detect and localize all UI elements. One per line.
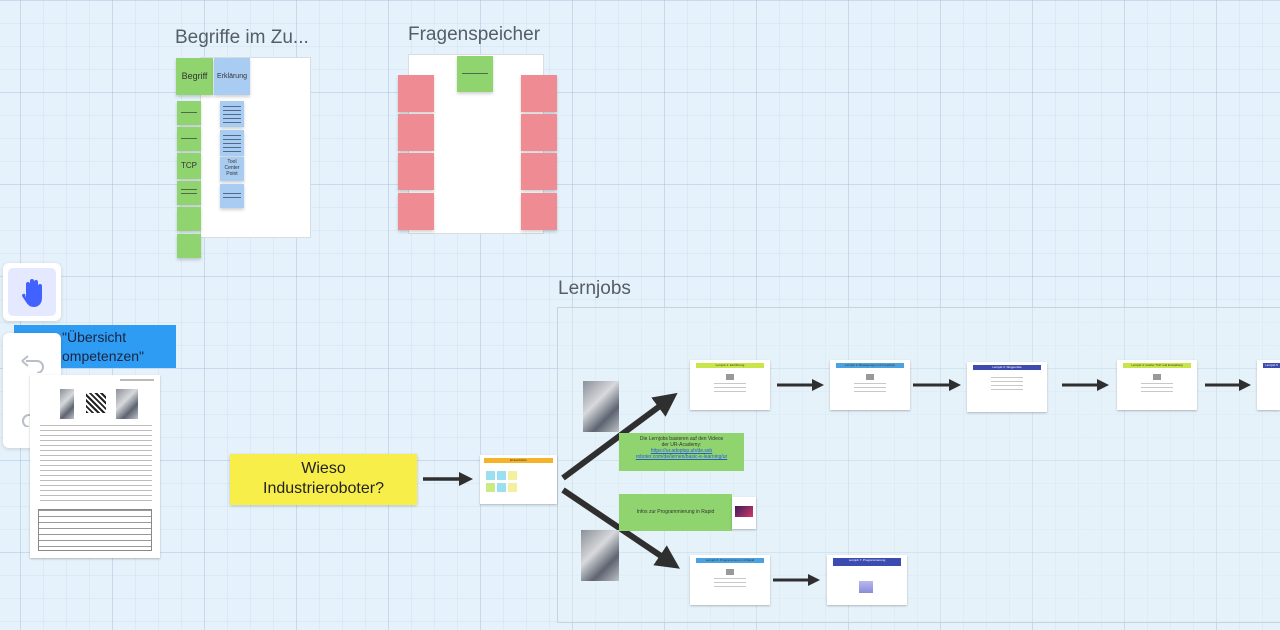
sticky-begriff[interactable]	[177, 207, 201, 231]
sticky-frage-header[interactable]	[457, 56, 493, 92]
hand-tool-panel	[3, 263, 61, 321]
wieso-line1: Wieso	[301, 460, 346, 477]
lernjob-card-4-header: Lernjob 4: Greifer TCP und Einstellung	[1131, 363, 1183, 367]
info-ur-line1: Die Lernjobs basieren auf den Videos	[639, 436, 724, 442]
sticky-begriff[interactable]	[177, 127, 201, 151]
sticky-frage[interactable]	[521, 153, 557, 190]
lernjob-card-6[interactable]: Lernjob 6: Programmieren mit Rapid	[690, 555, 770, 605]
sticky-begriff-header[interactable]: Begriff	[176, 58, 213, 95]
info-rapid[interactable]: Infos zur Programmierung in Rapid	[619, 494, 732, 531]
robot-photo-2[interactable]	[581, 530, 619, 581]
sticky-erklaerung-header[interactable]: Erklärung	[214, 58, 250, 95]
sticky-erklaerung[interactable]	[220, 101, 244, 127]
lernjob-card-1-header: Lernjob 1: Einführung	[715, 363, 745, 367]
hand-tool-button[interactable]	[8, 268, 56, 316]
lernjob-card-3-header: Lernjob 3: Wegpunkte	[992, 365, 1022, 369]
lernjob-card-4[interactable]: Lernjob 4: Greifer TCP und Einstellung	[1117, 360, 1197, 410]
info-ur-link1[interactable]: https://ur.adoptsp.uh/de.ssb	[650, 448, 713, 454]
uebersicht-title-line2: ompetenzen"	[62, 348, 145, 364]
robot-photo-1[interactable]	[583, 381, 619, 432]
lernjob-card-2-header: Lernjob 2: Bewegungen mit Freedrive	[844, 363, 896, 367]
start-card[interactable]: Einkaufsliste	[480, 455, 557, 504]
undo-icon[interactable]	[20, 353, 46, 373]
frame-title-fragenspeicher[interactable]: Fragenspeicher	[408, 24, 541, 45]
info-ur-link2[interactable]: roboter.com/de/lernen/basic-e-learning/u…	[635, 454, 728, 460]
lernjob-card-1[interactable]: Lernjob 1: Einführung	[690, 360, 770, 410]
sticky-begriff[interactable]	[177, 234, 201, 258]
uebersicht-title-line1: "Übersicht	[62, 329, 127, 345]
info-ur-line2: der UR-Academy:	[661, 442, 702, 448]
sticky-erklaerung[interactable]	[220, 130, 244, 156]
info-ur-academy[interactable]: Die Lernjobs basieren auf den Videos der…	[619, 433, 744, 471]
lernjob-card-7-header: Lernjob 7: Programmierung	[848, 558, 886, 562]
sticky-begriff[interactable]	[177, 101, 201, 125]
sticky-frage[interactable]	[521, 114, 557, 151]
frame-title-begriffe[interactable]: Begriffe im Zu...	[175, 27, 309, 48]
arrow-start-lj1	[561, 392, 678, 481]
sticky-frage[interactable]	[521, 75, 557, 112]
qr-code-icon	[86, 393, 106, 413]
lernjob-card-3[interactable]: Lernjob 3: Wegpunkte	[967, 362, 1047, 412]
lernjob-card-5[interactable]: Lernjob 5	[1257, 360, 1280, 410]
sticky-frage[interactable]	[398, 193, 434, 230]
hand-icon	[21, 279, 42, 307]
lernjob-card-6-header: Lernjob 6: Programmieren mit Rapid	[705, 558, 755, 562]
sticky-frage[interactable]	[398, 75, 434, 112]
sticky-begriff[interactable]	[177, 181, 201, 205]
rapid-thumbnail[interactable]	[732, 497, 756, 529]
wieso-sticky[interactable]: Wieso Industrieroboter?	[230, 454, 417, 505]
sticky-frage[interactable]	[398, 153, 434, 190]
sticky-erklaerung[interactable]	[220, 184, 244, 208]
sticky-begriff-tcp[interactable]: TCP	[177, 153, 201, 179]
sticky-frage[interactable]	[398, 114, 434, 151]
sticky-frage[interactable]	[521, 193, 557, 230]
lernjob-card-5-header: Lernjob 5	[1265, 363, 1278, 367]
arrow-start-lj6	[561, 487, 680, 569]
wieso-line2: Industrieroboter?	[263, 480, 384, 497]
sticky-erklaerung-tcp[interactable]: Tool Center Point	[220, 157, 244, 181]
start-card-header: Einkaufsliste	[484, 458, 553, 463]
lernjob-card-7[interactable]: Lernjob 7: Programmierung	[827, 555, 907, 605]
kompetenz-document[interactable]	[30, 375, 160, 558]
frame-title-lernjobs[interactable]: Lernjobs	[558, 278, 631, 299]
lernjob-card-2[interactable]: Lernjob 2: Bewegungen mit Freedrive	[830, 360, 910, 410]
